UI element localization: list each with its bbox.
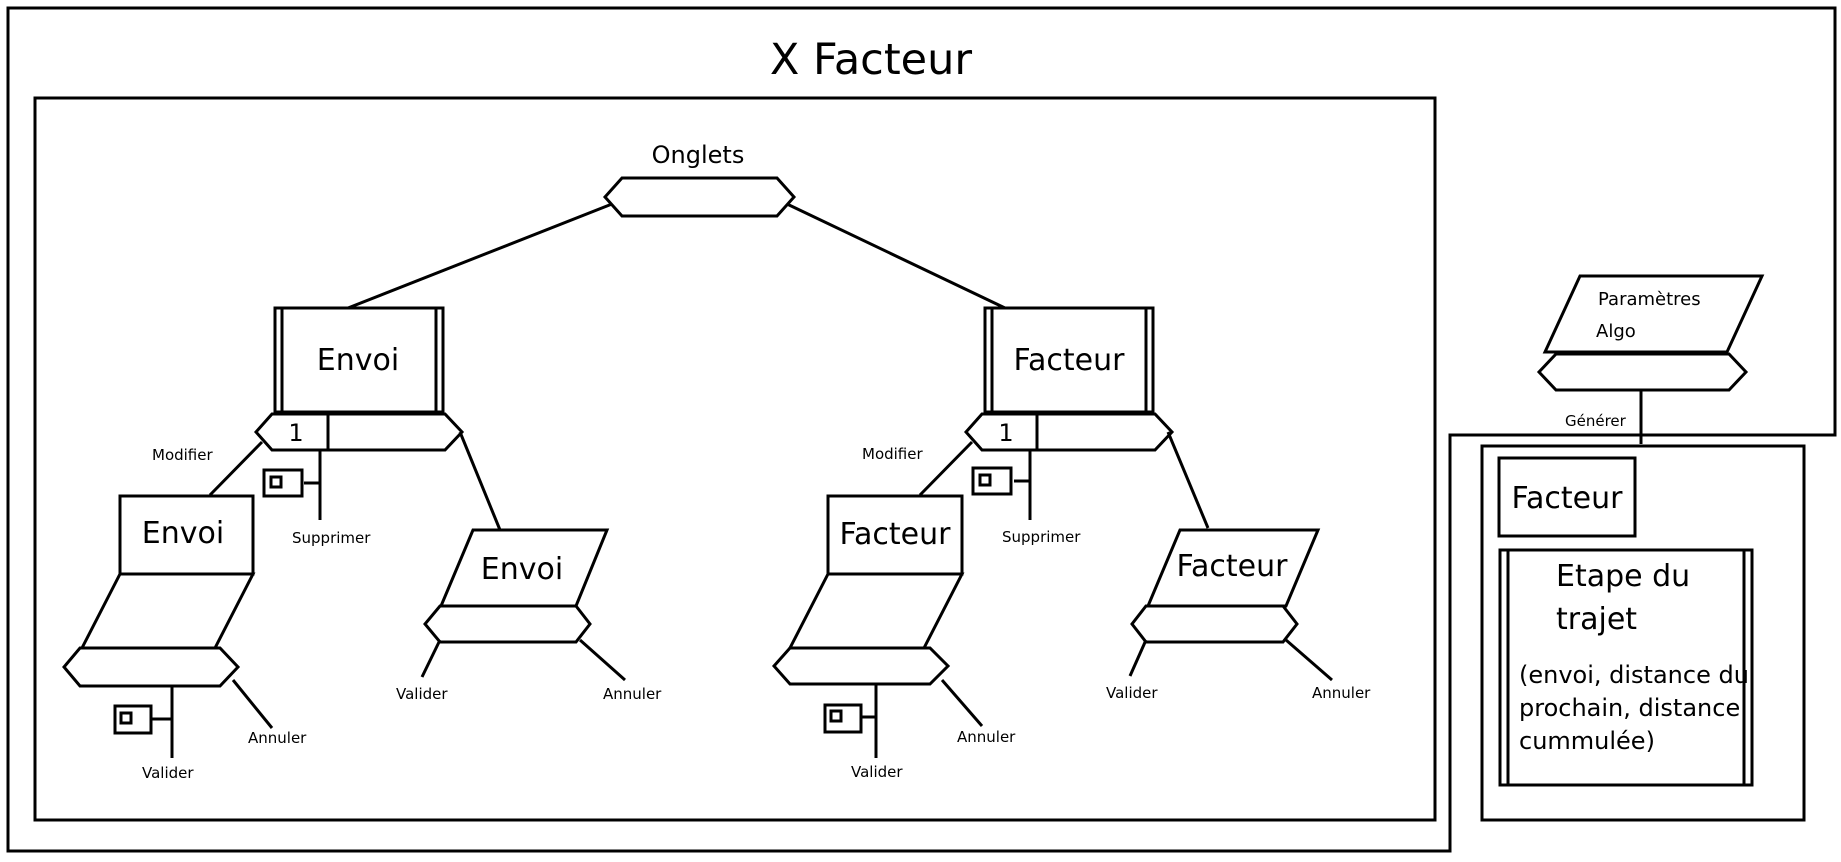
facteur-create-form-title: Facteur (1177, 549, 1289, 584)
facteur-delete-label[interactable]: Supprimer (1002, 528, 1081, 546)
envoi-delete-label[interactable]: Supprimer (292, 529, 371, 547)
facteur-edit-form-action-bar[interactable] (771, 646, 951, 686)
algo-params-form (1542, 274, 1765, 354)
envoi-create-cancel-label[interactable]: Annuler (603, 685, 662, 703)
facteur-edit-form-body (787, 572, 965, 650)
connector-facteur-create-validate (1128, 639, 1148, 677)
envoi-list-title: Envoi (317, 343, 399, 378)
tabs-label: Onglets (652, 141, 745, 169)
envoi-edit-form-action-bar[interactable] (62, 646, 241, 688)
app-title: X Facteur (770, 35, 972, 85)
facteur-create-form-action-bar[interactable] (1130, 604, 1299, 644)
envoi-branch: Envoi 1 Modifier Supprimer Envoi Valider… (62, 306, 662, 782)
facteur-edit-label[interactable]: Modifier (862, 445, 923, 463)
algo-result-facteur-form (1497, 456, 1637, 538)
connector-facteur-create-cancel (1285, 638, 1333, 682)
algo-params-action-bar[interactable] (1536, 352, 1749, 392)
envoi-edit-form-title: Envoi (142, 516, 224, 551)
facteur-create-form-header (1145, 528, 1321, 608)
connector-facteur-modify (918, 440, 974, 497)
envoi-create-form-action-bar[interactable] (423, 604, 592, 644)
tabs-bar[interactable] (602, 176, 797, 218)
facteur-branch: Facteur 1 Modifier Supprimer Facteur Val… (771, 306, 1371, 781)
connector-facteur-edit-cancel (940, 679, 984, 727)
connector-envoi-modify (208, 440, 264, 497)
envoi-create-form-title: Envoi (481, 552, 563, 587)
tabs-container (33, 96, 1437, 822)
app-window-frame (6, 6, 1837, 853)
connector-envoi-create-validate (420, 639, 442, 678)
envoi-list-table[interactable] (273, 306, 445, 414)
facteur-edit-form-title: Facteur (840, 517, 952, 552)
envoi-key-label: 1 (288, 419, 303, 447)
facteur-create-validate-label[interactable]: Valider (1106, 684, 1158, 702)
connector-envoi-create-cancel (579, 638, 626, 682)
envoi-edit-cancel-label[interactable]: Annuler (248, 729, 307, 747)
algo-trip-steps-detail-line2: prochain, distance (1519, 694, 1740, 722)
facteur-key-label: 1 (998, 419, 1013, 447)
envoi-edit-label[interactable]: Modifier (152, 446, 213, 464)
envoi-edit-validate-label[interactable]: Valider (142, 764, 194, 782)
facteur-edit-cancel-label[interactable]: Annuler (957, 728, 1016, 746)
facteur-delete-button-icon[interactable] (971, 466, 1013, 496)
connector-tabs-envoi (347, 202, 613, 310)
facteur-list-table[interactable] (983, 306, 1155, 414)
envoi-create-validate-label[interactable]: Valider (396, 685, 448, 703)
algo-params-title-line1: Paramètres (1598, 289, 1701, 310)
envoi-list-action-bar[interactable] (253, 412, 465, 452)
facteur-edit-form-header (826, 494, 964, 576)
connector-facteur-create (1166, 431, 1210, 529)
connector-envoi-edit-cancel (231, 679, 274, 729)
algo-result-window (1480, 444, 1806, 822)
connector-envoi-create (458, 431, 502, 531)
algo-section: Paramètres Algo Générer Facteur Etape du… (1480, 274, 1806, 822)
algo-trip-steps-title-line2: trajet (1556, 602, 1637, 637)
facteur-create-cancel-label[interactable]: Annuler (1312, 684, 1371, 702)
algo-result-facteur-title: Facteur (1512, 481, 1624, 516)
facteur-list-action-bar[interactable] (963, 412, 1175, 452)
connector-tabs-facteur (786, 202, 1006, 310)
facteur-list-title: Facteur (1014, 343, 1126, 378)
algo-trip-steps-detail-line3: cummulée) (1519, 727, 1655, 755)
algo-params-title-line2: Algo (1596, 321, 1636, 342)
algo-generate-label[interactable]: Générer (1565, 412, 1627, 430)
facteur-edit-validate-label[interactable]: Valider (851, 763, 903, 781)
algo-trip-steps-table[interactable] (1498, 548, 1754, 787)
envoi-edit-form-body (79, 572, 256, 650)
algo-trip-steps-detail-line1: (envoi, distance du (1519, 661, 1749, 689)
algo-trip-steps-title-line1: Etape du (1556, 559, 1690, 594)
